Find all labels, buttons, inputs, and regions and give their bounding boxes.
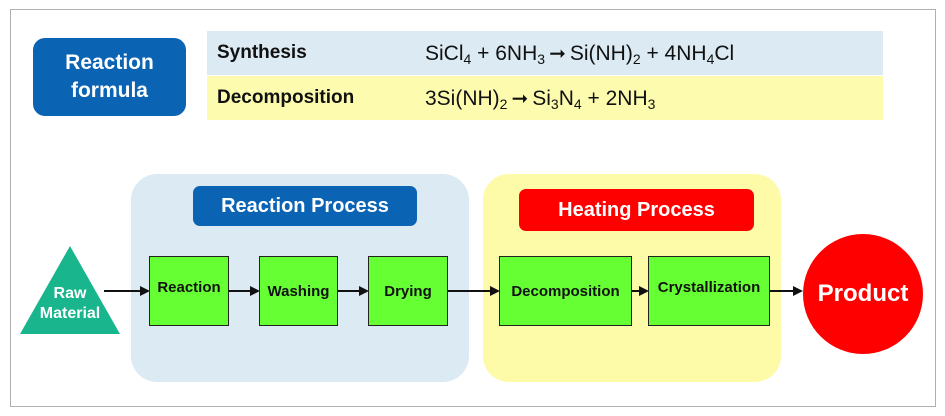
decomposition-label: Decomposition (217, 87, 355, 108)
synthesis-label: Synthesis (217, 42, 307, 63)
reaction-formula-label: Reaction formula (33, 38, 186, 116)
synthesis-row: Synthesis SiCl4 + 6NH3➞Si(NH)2 + 4NH4Cl (207, 31, 883, 75)
heating-process-title: Heating Process (519, 189, 754, 231)
raw-material-label: Raw Material (39, 285, 101, 322)
decomposition-equation: 3Si(NH)2➞Si3N4 + 2NH3 (425, 86, 656, 112)
decomposition-row: Decomposition 3Si(NH)2➞Si3N4 + 2NH3 (207, 76, 883, 120)
step-reaction: Reaction (149, 256, 229, 326)
synthesis-equation: SiCl4 + 6NH3➞Si(NH)2 + 4NH4Cl (425, 41, 735, 67)
product-circle: Product (803, 234, 923, 354)
step-drying: Drying (368, 256, 448, 326)
step-decomposition: Decomposition (499, 256, 632, 326)
step-crystallization: Crystallization (648, 256, 770, 326)
reaction-process-title: Reaction Process (193, 186, 417, 226)
raw-material-triangle (20, 246, 120, 334)
step-washing: Washing (259, 256, 338, 326)
